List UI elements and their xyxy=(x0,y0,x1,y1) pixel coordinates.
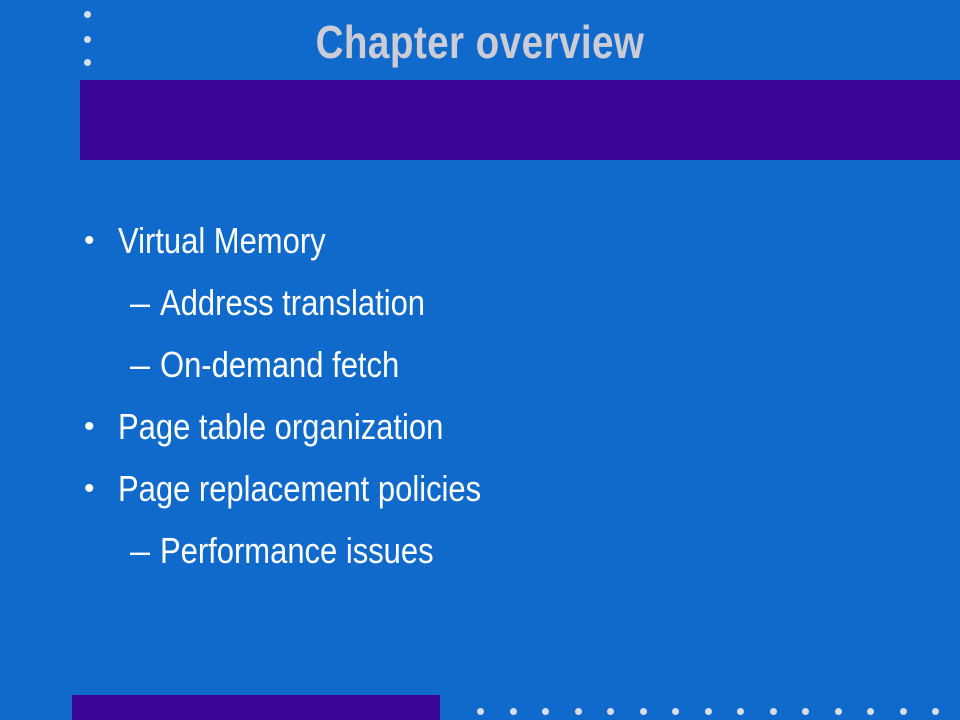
decor-dot-bottom xyxy=(477,708,484,715)
decor-dot-bottom xyxy=(510,708,517,715)
sub-bullet-marker: – xyxy=(130,282,151,323)
sub-bullet-text: Performance issues xyxy=(160,530,434,571)
decor-dot-bottom xyxy=(932,708,939,715)
title-bar xyxy=(80,80,960,160)
decor-dot-bottom xyxy=(672,708,679,715)
decor-dot-bottom xyxy=(705,708,712,715)
sub-bullet-text: Address translation xyxy=(160,282,426,323)
decor-dot-bottom xyxy=(542,708,549,715)
bullet-text: Page replacement policies xyxy=(118,468,482,509)
decor-dot-bottom xyxy=(575,708,582,715)
bullet-text: Page table organization xyxy=(118,406,444,447)
bullet-marker: • xyxy=(84,224,95,257)
decor-dot-bottom xyxy=(802,708,809,715)
decor-dot-top xyxy=(84,59,91,66)
decor-dot-bottom xyxy=(770,708,777,715)
decor-dot-bottom xyxy=(867,708,874,715)
slide-title: Chapter overview xyxy=(315,16,645,68)
bullet-text: Virtual Memory xyxy=(118,220,326,261)
decor-dot-bottom xyxy=(835,708,842,715)
bullet-marker: • xyxy=(84,410,95,443)
decor-dot-bottom xyxy=(900,708,907,715)
bottom-accent-bar xyxy=(72,695,440,720)
decor-dot-bottom xyxy=(607,708,614,715)
sub-bullet-marker: – xyxy=(130,530,151,571)
sub-bullet-marker: – xyxy=(130,344,151,385)
sub-bullet-text: On-demand fetch xyxy=(160,344,400,385)
decor-dot-top xyxy=(84,36,91,43)
bullet-marker: • xyxy=(84,472,95,505)
decor-dot-bottom xyxy=(640,708,647,715)
decor-dot-top xyxy=(84,11,91,18)
decor-dot-bottom xyxy=(737,708,744,715)
